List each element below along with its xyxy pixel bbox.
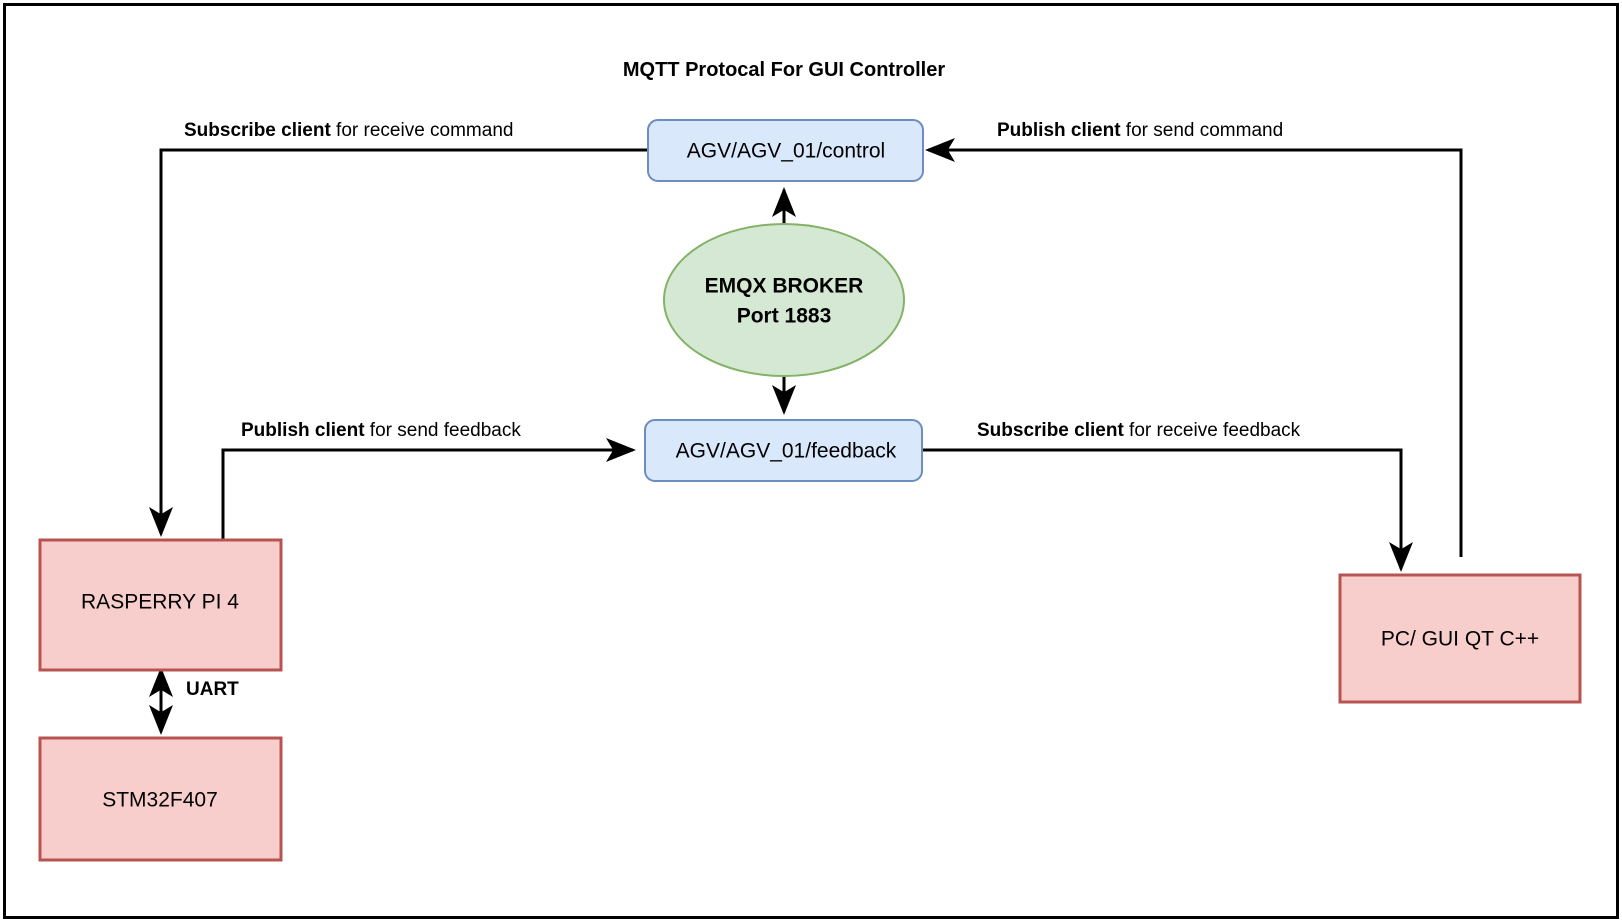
node-emqx-broker[interactable]: EMQX BROKER Port 1883 <box>663 223 905 377</box>
canvas-border <box>3 3 1619 919</box>
publish-command-rest: for send command <box>1121 120 1284 141</box>
broker-ellipse[interactable] <box>663 223 905 377</box>
edge-subscribe-command-line <box>149 148 648 537</box>
subscribe-feedback-rest: for receive feedback <box>1124 420 1301 441</box>
edge-publish-command-line <box>925 138 1463 557</box>
publish-feedback-rest: for send feedback <box>365 420 522 441</box>
node-feedback-topic[interactable]: AGV/AGV_01/feedback <box>644 419 923 482</box>
edge-subscribe-feedback-line <box>922 448 1413 572</box>
subscribe-command-bold: Subscribe client <box>184 120 331 141</box>
diagram-title: MQTT Protocal For GUI Controller <box>623 59 945 81</box>
edge-label-subscribe-feedback: Subscribe client for receive feedback <box>977 420 1301 441</box>
control-topic-box[interactable] <box>647 119 924 182</box>
node-control-topic[interactable]: AGV/AGV_01/control <box>647 119 924 182</box>
edge-label-publish-feedback: Publish client for send feedback <box>241 420 521 441</box>
node-stm32[interactable]: STM32F407 <box>38 736 283 862</box>
pc-gui-box[interactable] <box>1338 573 1582 704</box>
pc-gui-label: PC/ GUI QT C++ <box>1381 628 1539 651</box>
edge-label-publish-command: Publish client for send command <box>997 120 1283 141</box>
node-raspberry-pi[interactable]: RASPERRY PI 4 <box>38 538 283 672</box>
stm32-label: STM32F407 <box>102 789 218 812</box>
control-topic-label: AGV/AGV_01/control <box>687 140 885 163</box>
feedback-topic-label: AGV/AGV_01/feedback <box>676 440 897 463</box>
publish-feedback-bold: Publish client <box>241 420 365 441</box>
raspberry-pi-label: RASPERRY PI 4 <box>81 591 239 614</box>
edge-label-uart: UART <box>186 679 239 700</box>
publish-command-bold: Publish client <box>997 120 1121 141</box>
broker-label-line1: EMQX BROKER <box>705 275 864 298</box>
feedback-topic-box[interactable] <box>644 419 923 482</box>
node-pc-gui[interactable]: PC/ GUI QT C++ <box>1338 573 1582 704</box>
subscribe-command-rest: for receive command <box>331 120 514 141</box>
raspberry-pi-box[interactable] <box>38 538 283 672</box>
broker-label-line2: Port 1883 <box>737 305 832 328</box>
edge-label-subscribe-command: Subscribe client for receive command <box>184 120 513 141</box>
stm32-box[interactable] <box>38 736 283 862</box>
edge-publish-feedback-line <box>221 438 636 540</box>
subscribe-feedback-bold: Subscribe client <box>977 420 1124 441</box>
